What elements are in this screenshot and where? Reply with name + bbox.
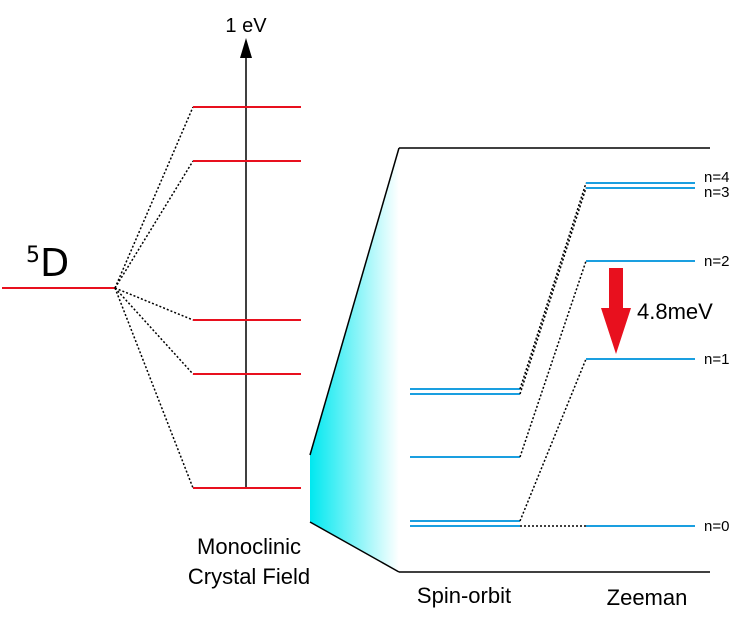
level-label-n3: n=3 xyxy=(704,184,729,201)
zoom-wedge xyxy=(310,148,399,572)
transition-arrow xyxy=(601,268,631,354)
level-label-n2: n=2 xyxy=(704,253,729,270)
crystal-field-levels xyxy=(193,106,301,489)
zeeman-label: Zeeman xyxy=(607,585,688,610)
term-superscript: 5 xyxy=(26,243,40,268)
spin-orbit-levels xyxy=(410,388,520,527)
level-label-n4: n=4 xyxy=(704,169,729,186)
term-symbol: 5D xyxy=(26,241,69,285)
term-letter: D xyxy=(40,241,69,285)
crystal-field-label-line1: Monoclinic xyxy=(197,534,301,559)
level-label-n0: n=0 xyxy=(704,518,729,535)
zeeman-connectors xyxy=(519,182,587,527)
spin-orbit-label: Spin-orbit xyxy=(417,583,511,608)
gap-energy-label: 4.8meV xyxy=(637,299,713,324)
zoom-outline xyxy=(309,147,710,573)
level-label-n1: n=1 xyxy=(704,351,729,368)
crystal-field-label-line2: Crystal Field xyxy=(188,564,310,589)
crystal-field-connectors xyxy=(114,106,194,489)
energy-scale-label: 1 eV xyxy=(225,15,267,37)
zeeman-levels xyxy=(586,182,695,527)
energy-scale-arrow xyxy=(240,38,252,488)
